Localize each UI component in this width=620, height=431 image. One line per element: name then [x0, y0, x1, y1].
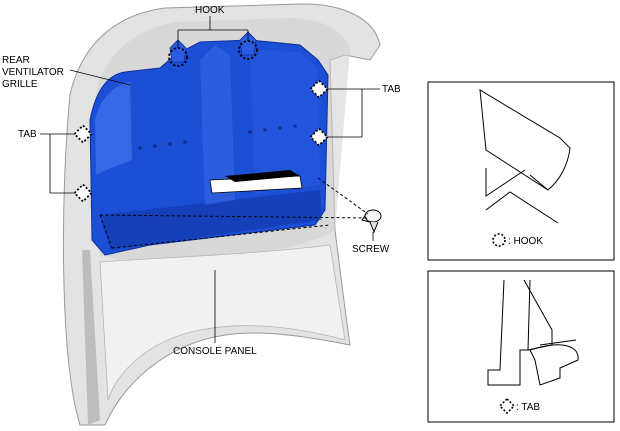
rear-ventilator-grille-label-line3: GRILLE [2, 79, 38, 90]
tab-label-right: TAB [382, 84, 401, 95]
hook-detail-box: : HOOK [427, 81, 615, 261]
hook-legend-icon [492, 233, 506, 247]
tab-label-left: TAB [18, 129, 37, 140]
tab-marker-left-upper [73, 124, 93, 144]
tab-marker-right-upper [309, 79, 329, 99]
rear-ventilator-grille [89, 31, 329, 256]
hook-label: HOOK [195, 5, 225, 16]
leader-lines [40, 16, 380, 343]
rear-ventilator-grille-label-line2: VENTILATOR [2, 67, 64, 78]
console-panel-label: CONSOLE PANEL [173, 346, 257, 357]
tab-legend-icon [498, 397, 516, 415]
rear-ventilator-grille-label-line1: REAR [2, 55, 30, 66]
tab-legend-label: : TAB [516, 402, 540, 413]
hook-legend-label: : HOOK [508, 236, 543, 247]
tab-marker-right-lower [309, 127, 329, 147]
tab-detail-box: : TAB [427, 270, 615, 423]
screw-part [361, 209, 382, 234]
tab-marker-left-lower [73, 183, 93, 203]
dashed-alignment-lines [99, 177, 369, 249]
screw-label: SCREW [352, 244, 390, 255]
